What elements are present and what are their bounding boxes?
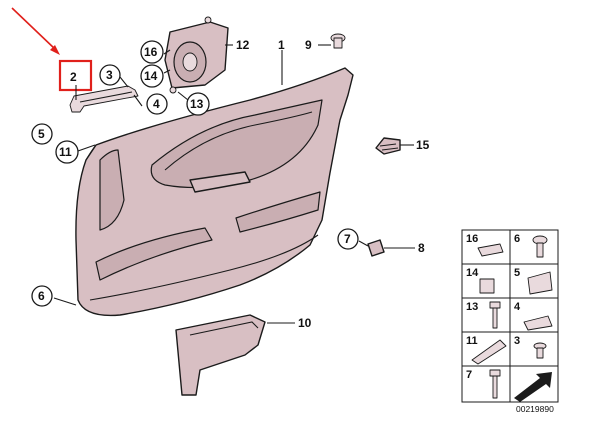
legend-label-4: 4 bbox=[514, 301, 521, 313]
svg-text:7: 7 bbox=[344, 232, 351, 246]
diagram-id: 00219890 bbox=[516, 404, 554, 414]
legend-label-6: 6 bbox=[514, 233, 520, 245]
callout-9: 9 bbox=[305, 38, 312, 52]
clip-part-9 bbox=[330, 33, 346, 49]
callout-1: 1 bbox=[278, 38, 285, 52]
legend-label-3: 3 bbox=[514, 335, 520, 347]
svg-text:13: 13 bbox=[190, 97, 204, 111]
door-trim-panel bbox=[75, 67, 354, 317]
svg-text:2: 2 bbox=[70, 70, 77, 84]
svg-text:5: 5 bbox=[38, 127, 45, 141]
callout-3: 3 bbox=[99, 64, 121, 86]
callout-11: 11 bbox=[55, 140, 79, 164]
callout-12: 12 bbox=[236, 38, 250, 52]
svg-text:14: 14 bbox=[144, 69, 158, 83]
legend-label-5: 5 bbox=[514, 267, 520, 279]
legend-arrow-icon bbox=[514, 372, 552, 402]
legend-part-16 bbox=[477, 243, 504, 257]
small-parts-legend: 16 6 14 5 13 4 11 3 7 bbox=[461, 229, 559, 403]
legend-label-14: 14 bbox=[466, 267, 479, 279]
legend-label-7: 7 bbox=[466, 369, 472, 381]
svg-text:11: 11 bbox=[59, 145, 72, 159]
legend-part-14 bbox=[479, 278, 495, 294]
legend-part-7 bbox=[489, 369, 501, 399]
callout-8: 8 bbox=[418, 241, 425, 255]
legend-part-13 bbox=[489, 301, 501, 329]
grille-part-15 bbox=[375, 137, 401, 155]
legend-part-3 bbox=[533, 342, 547, 359]
callout-15: 15 bbox=[416, 138, 430, 152]
legend-label-13: 13 bbox=[466, 301, 478, 313]
callout-7: 7 bbox=[337, 228, 359, 250]
legend-label-16: 16 bbox=[466, 233, 478, 245]
callout-10: 10 bbox=[298, 316, 312, 330]
svg-text:9: 9 bbox=[305, 38, 312, 52]
pocket-part-10 bbox=[175, 314, 266, 396]
svg-text:15: 15 bbox=[416, 138, 430, 152]
callout-6: 6 bbox=[31, 285, 53, 307]
callout-4: 4 bbox=[146, 93, 168, 115]
svg-text:8: 8 bbox=[418, 241, 425, 255]
svg-text:4: 4 bbox=[153, 97, 160, 111]
highlight-arrow bbox=[11, 7, 60, 55]
legend-part-5 bbox=[527, 271, 553, 295]
svg-text:16: 16 bbox=[144, 45, 158, 59]
leader-lines bbox=[53, 44, 415, 324]
callout-14: 14 bbox=[140, 64, 164, 88]
legend-part-6 bbox=[532, 235, 548, 258]
svg-text:6: 6 bbox=[38, 289, 45, 303]
svg-text:12: 12 bbox=[236, 38, 250, 52]
bracket-part-2 bbox=[69, 85, 139, 113]
legend-part-11 bbox=[471, 339, 507, 365]
legend-label-11: 11 bbox=[466, 335, 478, 347]
svg-text:1: 1 bbox=[278, 38, 285, 52]
legend-part-4 bbox=[523, 315, 553, 331]
cap-part-8 bbox=[367, 239, 385, 257]
callout-13: 13 bbox=[186, 92, 210, 116]
svg-text:3: 3 bbox=[106, 68, 113, 82]
callout-16: 16 bbox=[140, 40, 164, 64]
callout-2: 2 bbox=[70, 70, 77, 84]
speaker-part-12 bbox=[164, 16, 229, 94]
callout-5: 5 bbox=[31, 123, 53, 145]
svg-text:10: 10 bbox=[298, 316, 312, 330]
